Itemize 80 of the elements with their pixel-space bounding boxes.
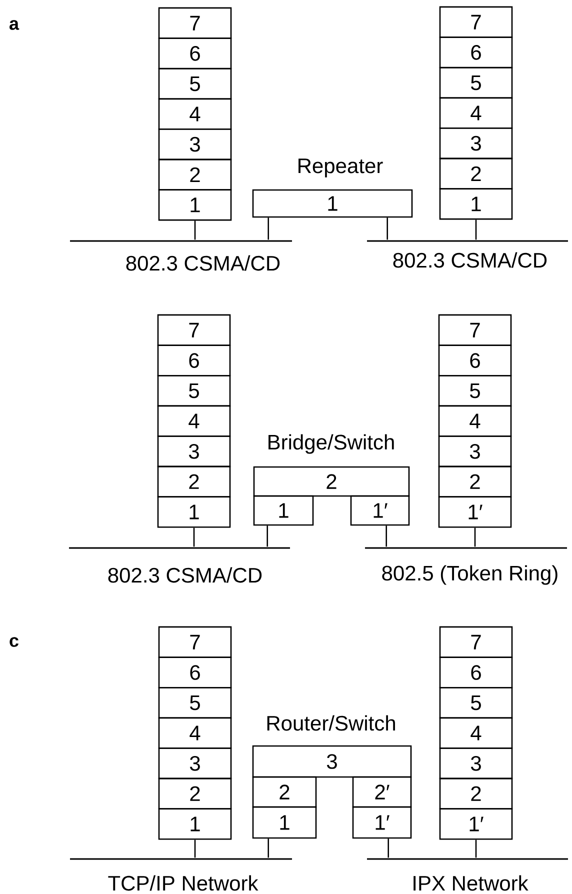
layer-box: 3 [439, 128, 513, 160]
layer-box: 5 [158, 68, 232, 100]
device-layer-box: 2 [253, 466, 410, 497]
device-layer-box: 2′ [352, 776, 412, 808]
layer-box: 4 [439, 717, 513, 749]
layer-box: 7 [438, 314, 512, 346]
layer-box: 5 [157, 375, 231, 407]
layer-box: 6 [439, 656, 513, 688]
layer-box: 5 [439, 67, 513, 99]
device-label: Repeater [298, 158, 383, 178]
connector-line [268, 838, 269, 858]
connector-line [386, 526, 387, 547]
network-bus-line [367, 240, 568, 242]
layer-box: 3 [439, 748, 513, 780]
device-layer-box: 3 [252, 745, 412, 778]
layer-box: 1 [157, 496, 231, 528]
device-label: Bridge/Switch [268, 434, 394, 454]
layer-box: 6 [158, 38, 232, 70]
layer-box: 1 [439, 188, 513, 220]
layer-box: 5 [158, 687, 232, 719]
layer-box: 5 [439, 687, 513, 719]
layer-box: 2 [439, 778, 513, 810]
layer-box: 7 [439, 626, 513, 658]
layer-box: 2 [438, 466, 512, 498]
network-label: 802.3 CSMA/CD [393, 252, 547, 268]
device-layer-box: 1′ [350, 495, 410, 526]
layer-box: 3 [158, 128, 232, 160]
device-layer-box: 1 [253, 495, 314, 526]
layer-box: 4 [439, 97, 513, 129]
layer-box: 6 [438, 344, 512, 376]
device-layer-box: 2 [252, 776, 317, 808]
device-label: Router/Switch [267, 715, 395, 731]
layer-box: 1′ [438, 496, 512, 528]
connector-line [194, 220, 196, 240]
connector-line [475, 840, 477, 858]
layer-box: 3 [438, 436, 512, 468]
network-bus-line [69, 547, 290, 549]
layer-box: 6 [158, 656, 232, 688]
network-bus-line [70, 240, 292, 242]
network-bus-line [365, 547, 567, 549]
layer-box: 3 [158, 748, 232, 780]
layer-box: 6 [439, 36, 513, 68]
device-layer-box: 1 [252, 806, 317, 839]
layer-box: 6 [157, 344, 231, 376]
layer-box: 7 [158, 626, 232, 658]
device-layer-box: 1′ [352, 806, 412, 839]
panel-letter: a [10, 20, 20, 30]
connector-line [194, 840, 196, 858]
layer-box: 1 [158, 808, 232, 840]
device-layer-box: 1 [252, 189, 413, 218]
connector-line [266, 526, 268, 547]
connector-line [388, 838, 389, 858]
network-label: 802.3 CSMA/CD [126, 255, 280, 271]
layer-box: 7 [157, 314, 231, 346]
connector-line [474, 528, 476, 547]
layer-box: 1 [158, 189, 232, 221]
layer-box: 2 [158, 778, 232, 810]
layer-box: 1′ [439, 808, 513, 840]
layer-box: 3 [157, 436, 231, 468]
connector-line [193, 528, 195, 547]
layer-box: 4 [438, 405, 512, 437]
layer-box: 7 [439, 6, 513, 38]
connector-line [386, 218, 388, 240]
layer-box: 2 [439, 158, 513, 190]
panel-letter: c [10, 637, 18, 647]
network-label: TCP/IP Network [108, 875, 258, 891]
network-label: 802.5 (Token Ring) [382, 565, 558, 585]
network-label: IPX Network [414, 875, 528, 891]
layer-box: 2 [158, 158, 232, 191]
layer-box: 7 [158, 7, 232, 39]
layer-box: 2 [157, 466, 231, 498]
connector-line [268, 218, 269, 240]
layer-box: 4 [157, 405, 231, 437]
layer-box: 5 [438, 375, 512, 407]
layer-box: 4 [158, 717, 232, 749]
network-bus-line [367, 858, 568, 860]
connector-line [475, 220, 477, 240]
network-label: 802.3 CSMA/CD [108, 567, 262, 583]
layer-box: 4 [158, 98, 232, 130]
network-bus-line [70, 858, 292, 860]
